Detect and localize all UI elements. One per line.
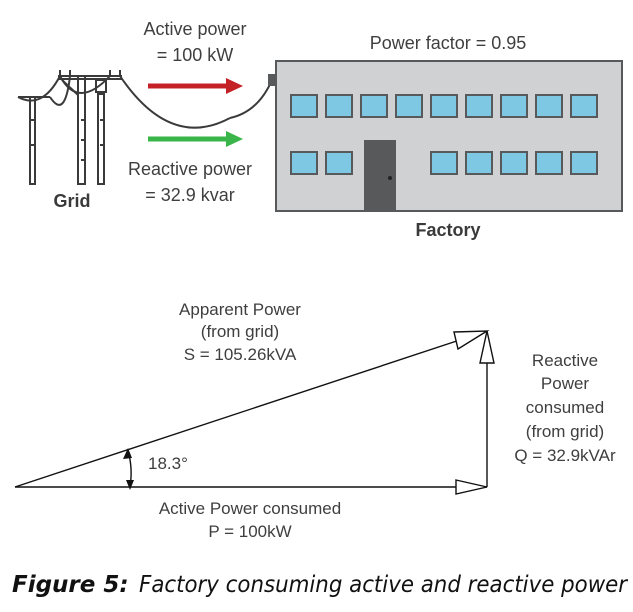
factory-window — [465, 94, 493, 118]
grid-label: Grid — [53, 191, 90, 211]
factory-window — [430, 151, 458, 175]
apparent-power-label: Apparent Power — [179, 300, 301, 319]
factory-window — [500, 151, 528, 175]
active-arrowhead-icon — [455, 479, 488, 495]
factory-window — [290, 94, 318, 118]
figure-caption-prefix: Figure 5: — [12, 572, 129, 598]
active-power-value: = 100 kW — [157, 45, 234, 65]
factory-window — [360, 94, 388, 118]
factory-window — [465, 151, 493, 175]
reactive-power-label: Reactive power — [128, 159, 252, 179]
factory-window — [570, 94, 598, 118]
active-power-arrow-icon — [148, 78, 243, 94]
factory-windows — [290, 94, 598, 175]
reactive-power-consumed-label-3: consumed — [526, 398, 604, 417]
figure-caption: Figure 5: Factory consuming active and r… — [12, 572, 628, 598]
power-triangle — [14, 330, 495, 495]
factory-window — [290, 151, 318, 175]
angle-label: 18.3° — [148, 454, 188, 473]
reactive-power-consumed-source: (from grid) — [526, 422, 604, 441]
factory-window — [500, 94, 528, 118]
active-power-label: Active power — [143, 19, 246, 39]
factory-window — [325, 94, 353, 118]
factory-window — [395, 94, 423, 118]
factory-window — [570, 151, 598, 175]
reactive-power-value: = 32.9 kvar — [145, 185, 235, 205]
figure-caption-text: Factory consuming active and reactive po… — [139, 572, 628, 598]
service-connection-icon — [268, 74, 276, 86]
factory-window — [430, 94, 458, 118]
reactive-power-consumed-value: Q = 32.9kVAr — [514, 446, 616, 465]
grid-poles-icon — [17, 70, 273, 185]
factory-window — [325, 151, 353, 175]
reactive-arrowhead-icon — [479, 330, 495, 364]
factory-building — [275, 60, 623, 212]
apparent-arrowhead-icon — [453, 330, 490, 351]
factory-window — [535, 94, 563, 118]
reactive-power-consumed-label: Reactive — [532, 351, 598, 370]
factory-label: Factory — [415, 220, 480, 240]
apparent-power-source: (from grid) — [201, 322, 279, 341]
apparent-power-value: S = 105.26kVA — [184, 345, 297, 364]
reactive-power-consumed-label-2: Power — [541, 374, 590, 393]
active-power-consumed-label: Active Power consumed — [159, 499, 341, 518]
door-knob — [388, 176, 392, 180]
reactive-power-arrow-icon — [148, 131, 243, 147]
factory-door — [364, 140, 396, 211]
factory-window — [535, 151, 563, 175]
active-power-consumed-value: P = 100kW — [208, 522, 291, 541]
power-factor-label: Power factor = 0.95 — [370, 33, 527, 53]
apparent-power-vector — [14, 330, 488, 488]
